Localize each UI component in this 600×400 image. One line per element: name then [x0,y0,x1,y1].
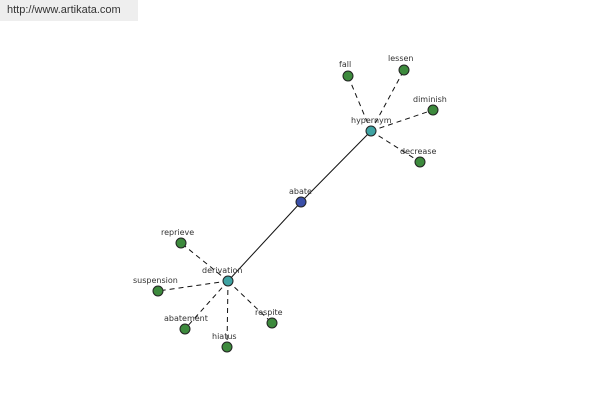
node-fall-label[interactable]: fall [339,60,351,69]
url-bar: http://www.artikata.com [0,0,138,21]
node-abate[interactable]: abate [289,187,312,208]
node-abatement[interactable]: abatement [164,314,208,335]
node-decrease-dot[interactable] [414,156,426,168]
node-fall-dot[interactable] [342,70,354,82]
edge-hypernym-fall [347,75,372,132]
edge-derivation-abatement [184,280,229,330]
node-hypernym-label[interactable]: hypernym [351,116,392,125]
edge-hypernym-diminish [370,109,434,132]
node-lessen-dot[interactable] [398,64,410,76]
node-suspension[interactable]: suspension [133,276,178,297]
node-decrease-label[interactable]: decrease [400,147,437,156]
edge-derivation-respite [227,280,273,324]
edge-derivation-hiatus [226,280,229,348]
node-derivation-label[interactable]: derivation [202,266,242,275]
edge-abate-hypernym [300,130,372,203]
node-respite-label[interactable]: respite [255,308,283,317]
node-diminish[interactable]: diminish [413,95,447,116]
node-abatement-label[interactable]: abatement [164,314,208,323]
node-derivation[interactable]: derivation [202,266,242,287]
node-derivation-dot[interactable] [222,275,234,287]
node-suspension-label[interactable]: suspension [133,276,178,285]
site-url[interactable]: http://www.artikata.com [7,4,121,16]
node-diminish-dot[interactable] [427,104,439,116]
edge-hypernym-decrease [370,130,421,163]
edge-derivation-suspension [157,280,229,292]
node-respite[interactable]: respite [255,308,283,329]
node-abatement-dot[interactable] [179,323,191,335]
node-fall[interactable]: fall [339,60,354,82]
edge-derivation-reprieve [180,242,229,282]
node-hypernym-dot[interactable] [365,125,377,137]
node-suspension-dot[interactable] [152,285,164,297]
node-lessen-label[interactable]: lessen [388,54,413,63]
node-abate-dot[interactable] [295,196,307,208]
node-hiatus[interactable]: hiatus [212,332,237,353]
node-abate-label[interactable]: abate [289,187,312,196]
node-hypernym[interactable]: hypernym [351,116,392,137]
node-lessen[interactable]: lessen [388,54,413,76]
node-reprieve[interactable]: reprieve [161,228,194,249]
graph-nodes: fall lessen diminish decrease reprieve suspen… [133,54,447,353]
edge-hypernym-lessen [370,69,405,132]
node-respite-dot[interactable] [266,317,278,329]
node-decrease[interactable]: decrease [400,147,437,168]
node-diminish-label[interactable]: diminish [413,95,447,104]
node-hiatus-dot[interactable] [221,341,233,353]
node-reprieve-dot[interactable] [175,237,187,249]
edge-abate-derivation [227,201,302,282]
graph-edges [157,69,434,348]
node-hiatus-label[interactable]: hiatus [212,332,237,341]
node-reprieve-label[interactable]: reprieve [161,228,194,237]
